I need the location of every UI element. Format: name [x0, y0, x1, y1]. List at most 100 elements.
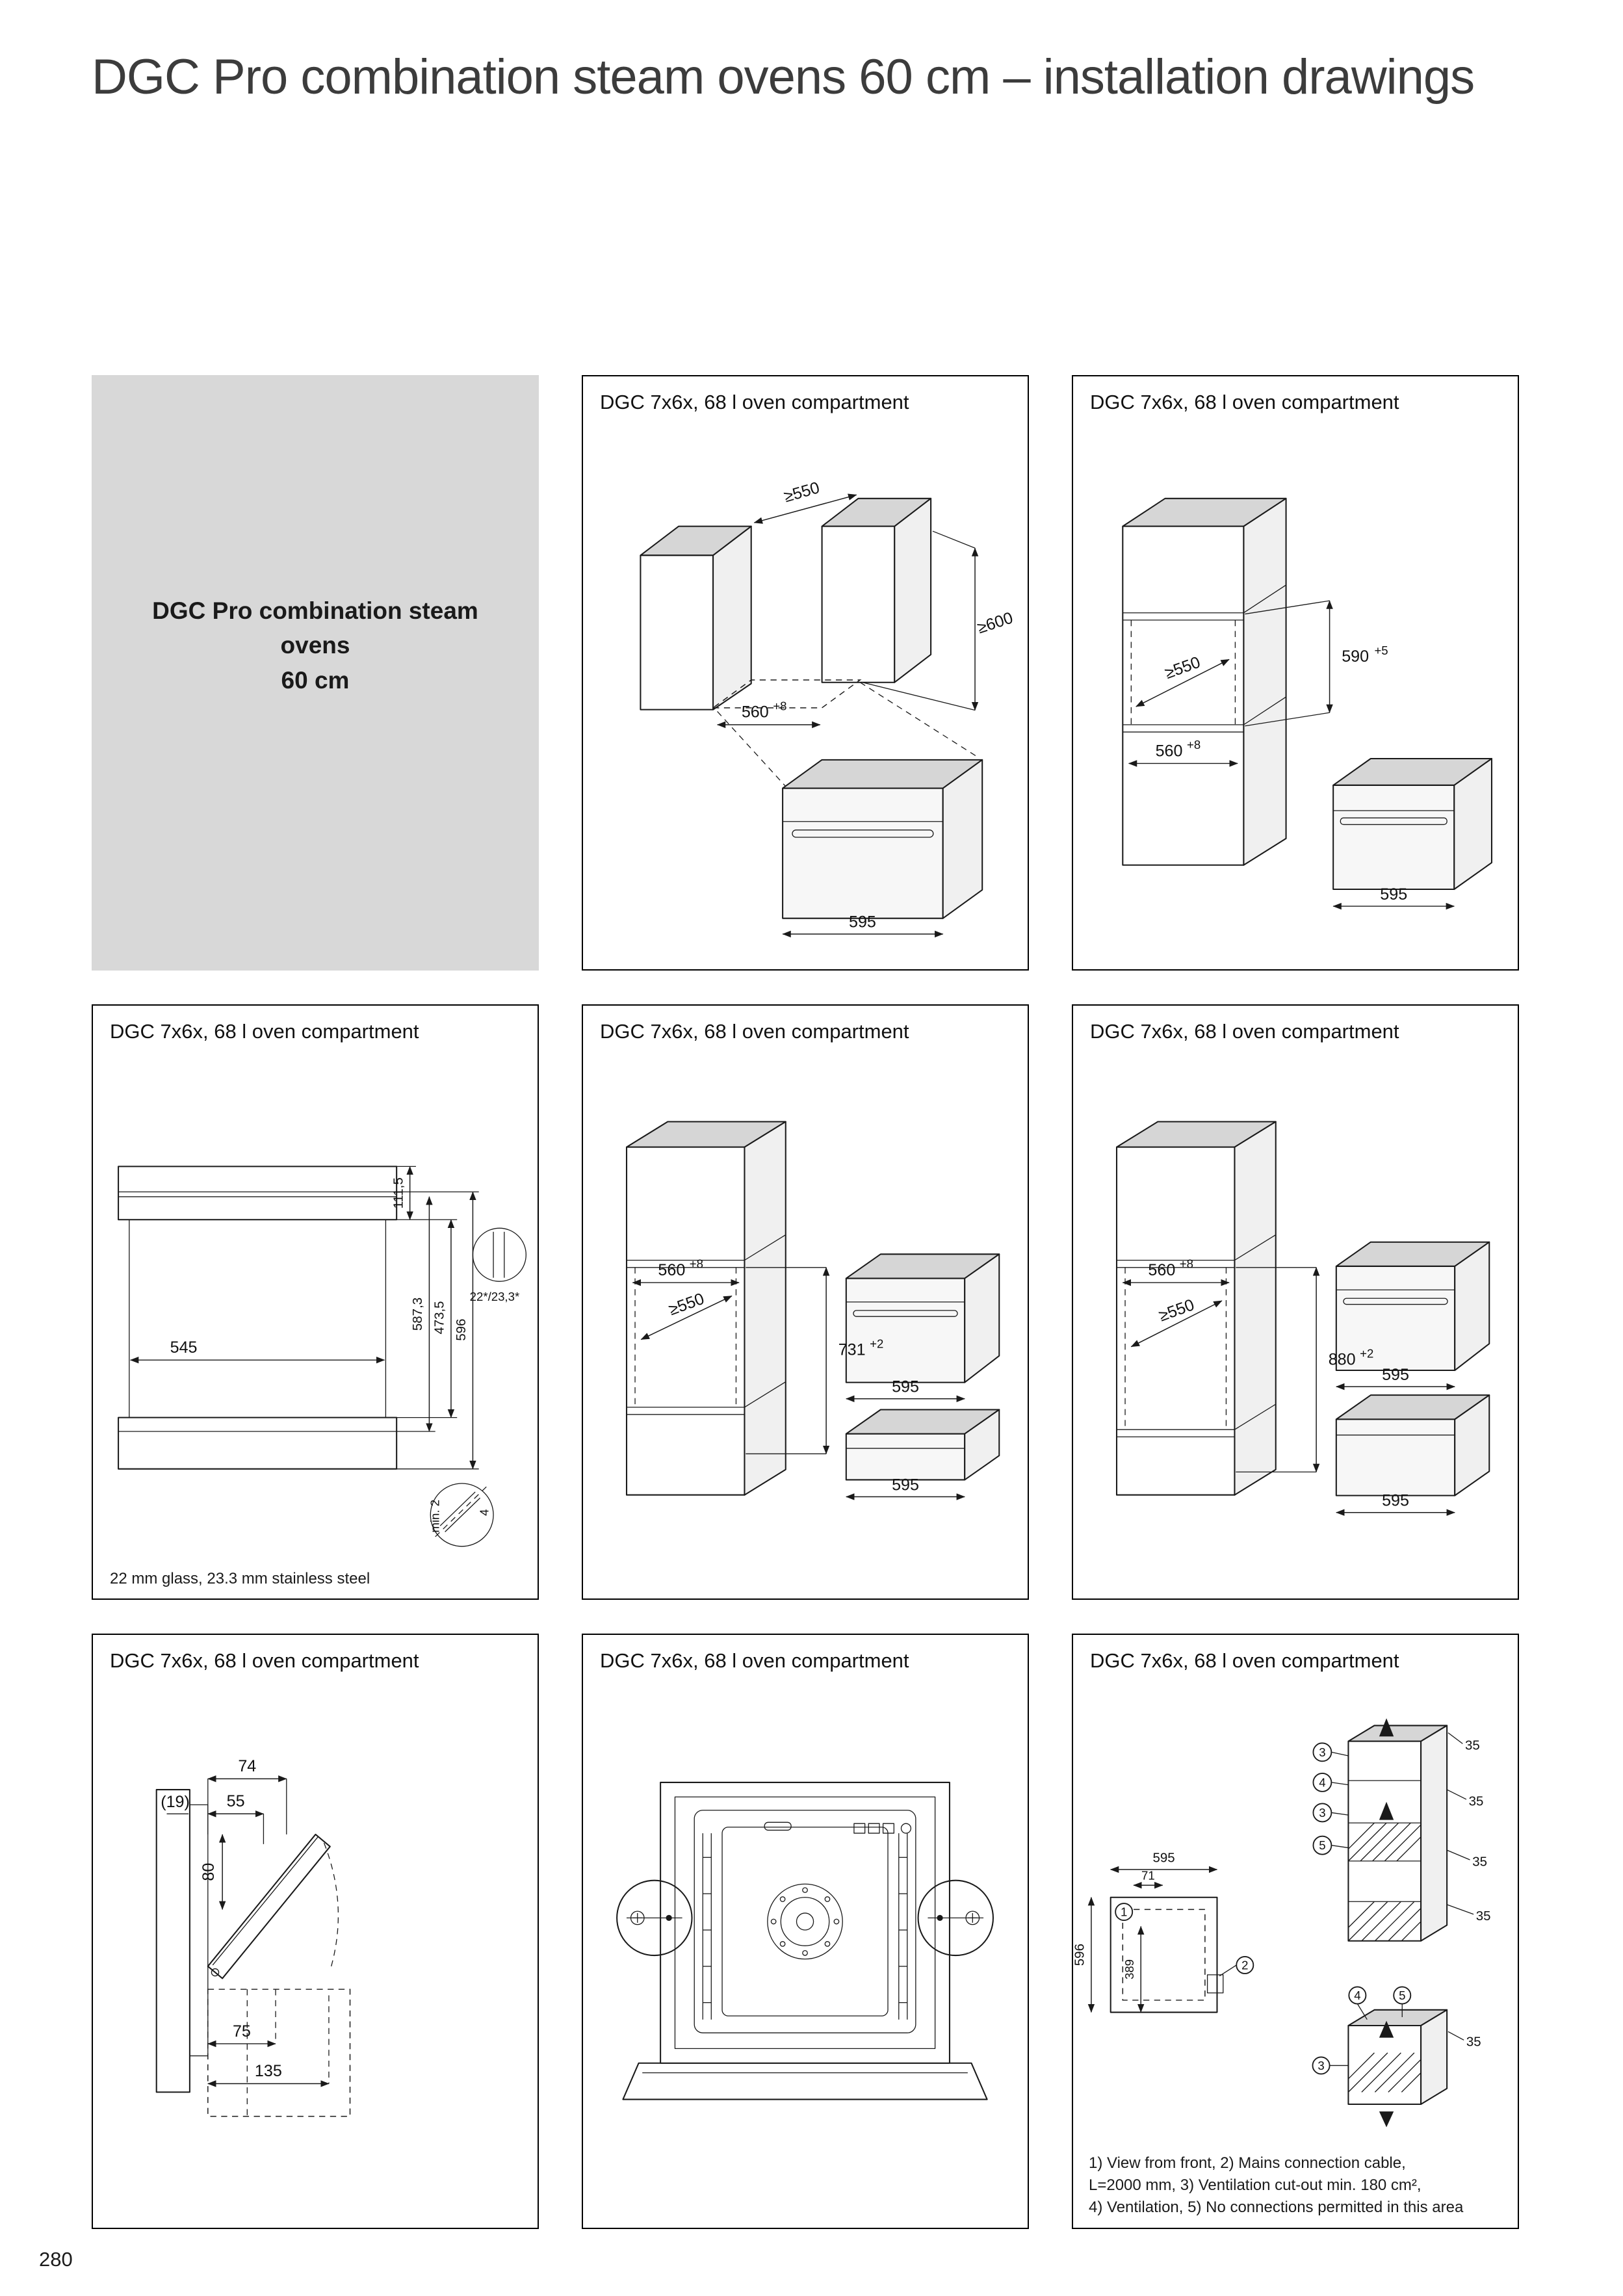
panel-cross-section: DGC 7x6x, 68 l oven compartment — [92, 1004, 539, 1600]
dim-niche-width-tol: +8 — [1180, 1257, 1193, 1271]
side-view-svg: 74 55 (19) 80 75 135 — [155, 1757, 351, 2117]
tall-column — [1347, 1718, 1448, 1942]
base-unit — [1347, 2009, 1448, 2128]
drawing-cross-section: 545 111,5 587,3 473,5 596 2 — [93, 1055, 538, 1598]
callout-5-bottom: 5 — [1393, 1986, 1412, 2005]
tall-unit-880-svg: 560 +8 ≥550 880 +2 595 595 — [1115, 1121, 1490, 1516]
dim-35: 35 — [1465, 1738, 1480, 1753]
dim-35: 35 — [1469, 1794, 1484, 1808]
callout-5-mid: 5 — [1312, 1835, 1332, 1855]
tall-unit-731-svg: 560 +8 ≥550 731 +2 595 595 — [625, 1121, 1000, 1500]
callout-4-top: 4 — [1312, 1773, 1332, 1792]
page-title: DGC Pro combination steam ovens 60 cm – … — [92, 49, 1475, 105]
bottom-leaders — [1329, 2003, 1464, 2067]
cross-section-svg: 545 111,5 587,3 473,5 596 2 — [118, 1166, 526, 1547]
intro-text: DGC Pro combination steam ovens 60 cm — [152, 594, 478, 698]
svg-text:4: 4 — [1319, 1775, 1325, 1789]
dim-drawer-width: 595 — [892, 1476, 919, 1494]
dim-596: 596 — [1073, 1944, 1087, 1966]
callout-2: 2 — [1236, 1956, 1254, 1974]
open-door-slab — [622, 2062, 988, 2100]
oven-unit — [845, 1253, 1000, 1383]
intro-line3: 60 cm — [281, 666, 350, 694]
dim-niche-width-tol: +8 — [773, 699, 786, 713]
fixing-detail-left — [616, 1879, 693, 1957]
panel-caption: DGC 7x6x, 68 l oven compartment — [600, 1020, 909, 1043]
dim-niche-width: 560 — [1148, 1261, 1175, 1279]
dim-389: 389 — [1123, 1959, 1136, 1979]
panel-caption: DGC 7x6x, 68 l oven compartment — [1090, 1649, 1399, 1672]
oven-body — [660, 1781, 950, 2064]
intro-line1: DGC Pro combination steam — [152, 597, 478, 624]
panel-side-view: DGC 7x6x, 68 l oven compartment — [92, 1634, 539, 2229]
dimensions: 545 111,5 587,3 473,5 596 — [129, 1166, 476, 1470]
dimensions: 560 +8 ≥550 731 +2 595 595 — [632, 1257, 965, 1500]
callout-1: 1 — [1115, 1903, 1134, 1922]
dim-combo-height-tol: +2 — [870, 1337, 883, 1351]
panel-caption: DGC 7x6x, 68 l oven compartment — [1090, 391, 1399, 413]
detail-circle-gap: min. 2 4 — [428, 1483, 494, 1547]
drawing-tall-unit-731: 560 +8 ≥550 731 +2 595 595 — [583, 1055, 1028, 1598]
ventilation-svg: 3 4 3 5 — [1073, 1718, 1491, 2128]
svg-text:3: 3 — [1319, 1806, 1325, 1820]
panel-tall-unit-880: DGC 7x6x, 68 l oven compartment — [1072, 1004, 1519, 1600]
dim-135: 135 — [255, 2062, 282, 2080]
surrounding-cabinetry — [640, 497, 980, 787]
open-door — [207, 1833, 339, 1979]
footnote-line-2: L=2000 mm, 3) Ventilation cut-out min. 1… — [1089, 2176, 1422, 2194]
dim-depth-min: ≥550 — [782, 478, 822, 506]
drawing-ventilation: 3 4 3 5 — [1073, 1684, 1518, 2228]
dim-oven-width: 595 — [1382, 1366, 1409, 1384]
dim-total-height: 596 — [454, 1319, 469, 1341]
dim-gap-min: min. 2 — [428, 1500, 441, 1533]
svg-text:5: 5 — [1399, 1989, 1405, 2002]
cavity-details — [702, 1821, 912, 2020]
dim-drawer-width: 595 — [1382, 1491, 1409, 1509]
dim-combo-height: 731 — [838, 1341, 866, 1359]
niche-exploded-svg: ≥550 560 +8 ≥600 595 — [640, 478, 1015, 938]
gourmet-drawer — [1335, 1394, 1490, 1496]
fixing-detail-right — [917, 1879, 994, 1957]
panel-ventilation: DGC 7x6x, 68 l oven compartment — [1072, 1634, 1519, 2229]
svg-text:3: 3 — [1318, 2059, 1324, 2072]
drawing-side-view: 74 55 (19) 80 75 135 — [93, 1684, 538, 2228]
dim-glass-to-bottom: 587,3 — [410, 1298, 425, 1331]
drawing-niche-exploded: ≥550 560 +8 ≥600 595 — [583, 426, 1028, 969]
page-number: 280 — [39, 2248, 73, 2271]
ventilation-footnotes: 1) View from front, 2) Mains connection … — [1089, 2152, 1505, 2219]
panel-tall-unit-590: DGC 7x6x, 68 l oven compartment — [1072, 375, 1519, 971]
dim-top-offset: 111,5 — [391, 1177, 406, 1208]
callout-leaders — [1331, 1751, 1349, 1849]
dim-80: 80 — [200, 1863, 218, 1881]
dim-oven-width: 595 — [892, 1378, 919, 1396]
svg-text:2: 2 — [1241, 1958, 1248, 1972]
dim-595: 595 — [1153, 1851, 1175, 1866]
base-cabinet — [207, 1989, 351, 2117]
dim-35: 35 — [1466, 2035, 1481, 2050]
dim-niche-height-min: ≥600 — [975, 608, 1015, 637]
dim-combo-height: 880 — [1329, 1351, 1356, 1369]
drawings-grid: DGC Pro combination steam ovens 60 cm DG… — [92, 375, 1519, 2229]
dim-niche-height: 590 — [1342, 647, 1369, 666]
footnote-line-1: 1) View from front, 2) Mains connection … — [1089, 2154, 1406, 2172]
oven-unit — [782, 759, 983, 919]
svg-text:5: 5 — [1319, 1838, 1325, 1852]
front-view-svg — [616, 1781, 994, 2100]
dim-niche-width-tol: +8 — [690, 1257, 703, 1271]
panel-caption: DGC 7x6x, 68 l oven compartment — [110, 1649, 419, 1672]
dim-combo-height-tol: +2 — [1360, 1346, 1373, 1360]
intro-line2: ovens — [280, 632, 350, 659]
dim-19: (19) — [161, 1793, 190, 1811]
dim-panel-detail: 22*/23,3* — [470, 1290, 520, 1303]
warming-drawer — [845, 1409, 1000, 1481]
callout-4-bottom: 4 — [1348, 1986, 1367, 2005]
drawing-tall-unit-590: ≥550 590 +5 560 +8 595 — [1073, 426, 1518, 969]
dim-35: 35 — [1476, 1909, 1491, 1924]
dim-35: 35 — [1472, 1854, 1487, 1869]
dim-gap-4: 4 — [478, 1509, 491, 1516]
dim-71: 71 — [1141, 1869, 1155, 1883]
dim-55: 55 — [227, 1792, 245, 1810]
glass-footnote: 22 mm glass, 23.3 mm stainless steel — [110, 1570, 370, 1587]
panel-caption: DGC 7x6x, 68 l oven compartment — [110, 1020, 419, 1043]
dim-niche-height-tol: +5 — [1374, 644, 1388, 657]
